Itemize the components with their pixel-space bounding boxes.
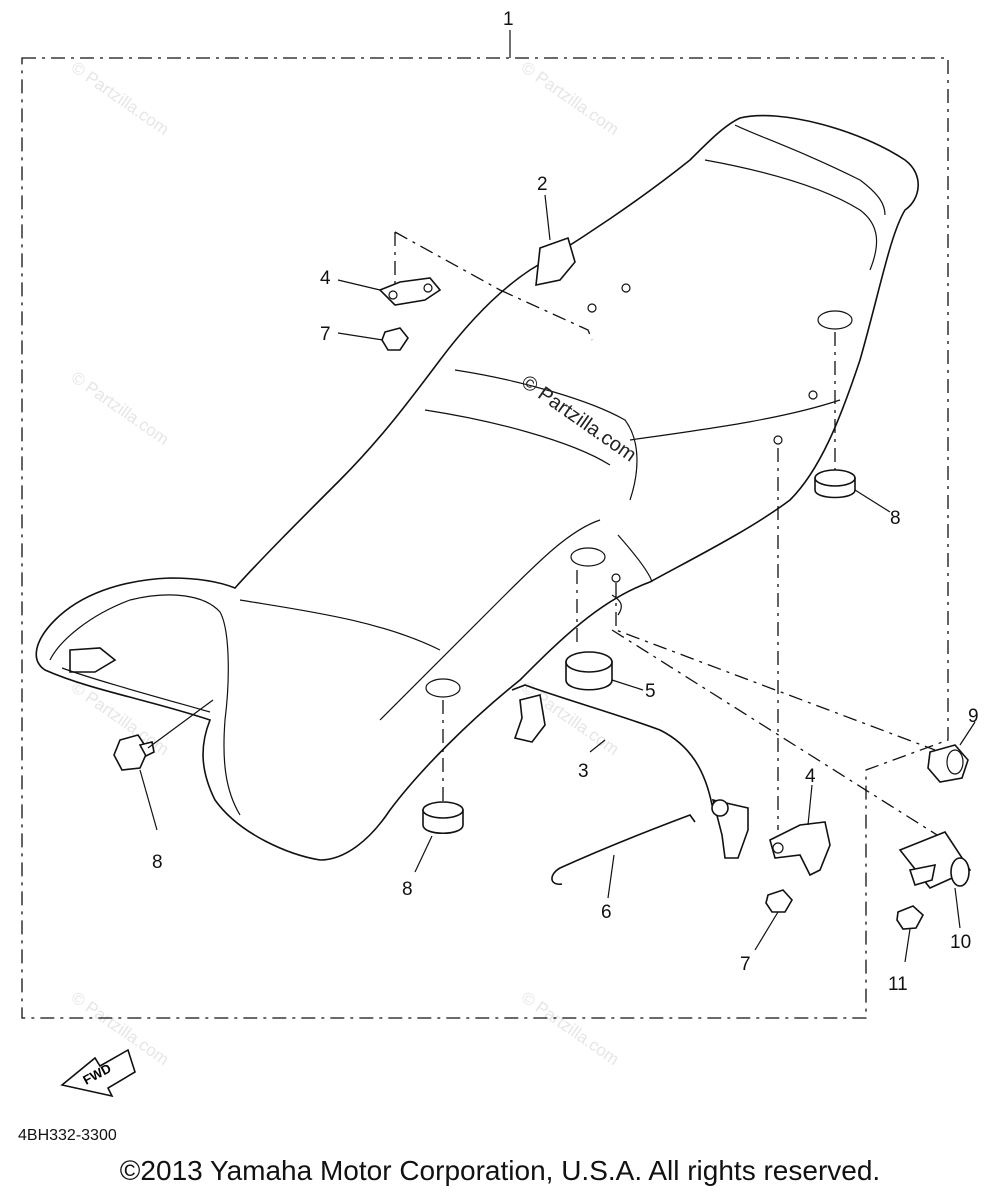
- leader-4: [337, 279, 381, 291]
- leader-9: [959, 721, 976, 746]
- watermark-text: © Partzilla.com: [518, 988, 623, 1069]
- cable-part: [551, 814, 696, 885]
- fwd-arrow-icon: FWD: [60, 1048, 136, 1098]
- callout-4a: 4: [320, 268, 331, 289]
- watermark-text: © Partzilla.com: [518, 58, 623, 139]
- damper-part: [565, 651, 613, 691]
- leader-3: [589, 739, 606, 753]
- watermark-text: © Partzilla.com: [68, 58, 173, 139]
- lock-cylinder-part: [898, 831, 972, 889]
- callout-2: 2: [537, 174, 548, 195]
- nut-part: [381, 327, 409, 351]
- leader-knob: [147, 699, 214, 749]
- callout-1: 1: [503, 9, 514, 30]
- callout-7a: 7: [320, 324, 331, 345]
- leader-11: [904, 928, 911, 963]
- leader-6: [607, 854, 615, 899]
- watermark-group: © Partzilla.com © Partzilla.com © Partzi…: [68, 58, 623, 1069]
- callout-8b: 8: [402, 879, 413, 900]
- callout-4b: 4: [805, 766, 816, 787]
- bracket-part: [378, 277, 442, 306]
- callout-7b: 7: [740, 954, 751, 975]
- callout-8c: 8: [152, 852, 163, 873]
- callout-11: 11: [888, 974, 908, 995]
- watermark-text: © Partzilla.com: [68, 368, 173, 449]
- seat-body: [35, 114, 919, 861]
- assembly-boundary: [21, 57, 949, 1019]
- lock-rod-part: [511, 684, 749, 859]
- leader-8: [414, 835, 433, 873]
- nut-part: [765, 889, 793, 913]
- nut-part: [896, 905, 925, 930]
- cap-part: [927, 744, 969, 783]
- grommet-part: [814, 469, 856, 499]
- leader-7: [337, 332, 384, 341]
- leader-10: [954, 887, 961, 929]
- alignment-lines: [394, 231, 946, 841]
- copyright-text: ©2013 Yamaha Motor Corporation, U.S.A. A…: [119, 1155, 881, 1186]
- callout-5: 5: [645, 681, 656, 702]
- leader-8: [139, 769, 158, 831]
- callout-10: 10: [950, 932, 971, 953]
- leader-7: [754, 911, 779, 951]
- callout-8a: 8: [890, 508, 901, 529]
- leader-2: [544, 194, 551, 241]
- callout-3: 3: [578, 761, 589, 782]
- bracket-part: [769, 821, 831, 877]
- leader-4: [807, 784, 813, 826]
- callout-6: 6: [601, 902, 612, 923]
- fwd-label: FWD: [80, 1061, 113, 1088]
- callout-9: 9: [968, 706, 979, 727]
- leader-5: [611, 679, 644, 691]
- leader-8: [854, 489, 891, 513]
- watermark-text: © Partzilla.com: [68, 988, 173, 1069]
- grommet-part: [422, 801, 464, 835]
- part-code: 4BH332-3300: [18, 1127, 117, 1144]
